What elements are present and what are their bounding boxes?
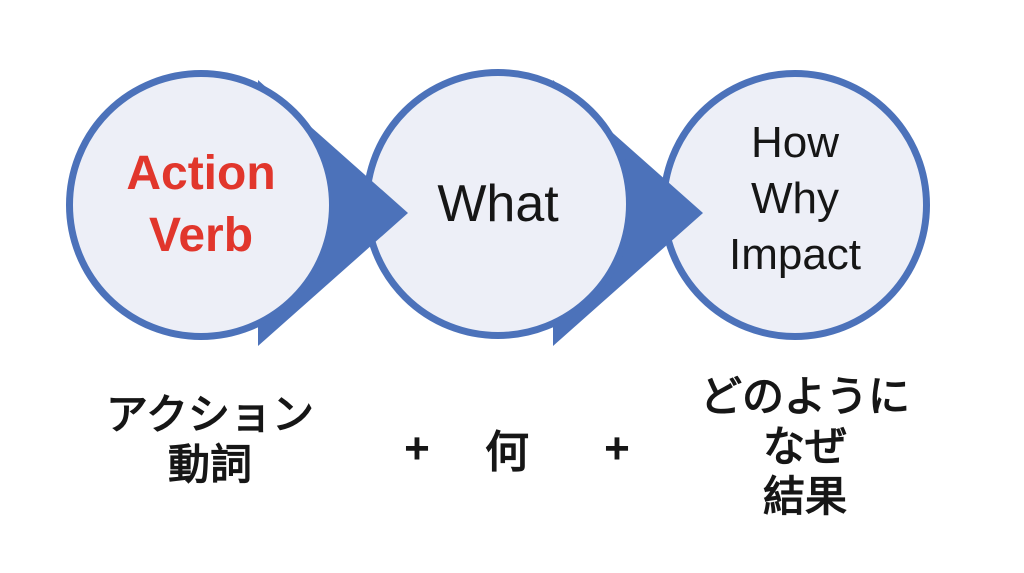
- how-line: How: [750, 118, 839, 167]
- how-why-impact-label: How Why Impact: [729, 115, 861, 283]
- how-ja-line-2: なぜ: [762, 423, 848, 470]
- label-action-verb-ja: アクション 動詞: [106, 390, 314, 490]
- label-what-ja: 何: [485, 428, 529, 477]
- action-verb-line-1: Action: [126, 147, 276, 200]
- what-line: What: [437, 175, 559, 233]
- action-ja-line-2: 動詞: [167, 441, 252, 488]
- impact-line: Impact: [728, 230, 862, 279]
- circle-action-verb: Action Verb: [66, 70, 336, 340]
- label-how-why-impact-ja: どのように なぜ 結果: [700, 372, 910, 522]
- circle-what: What: [363, 69, 633, 339]
- plus-sign-left: +: [404, 424, 430, 473]
- why-line: Why: [750, 174, 839, 223]
- circle-how-why-impact: How Why Impact: [660, 70, 930, 340]
- action-ja-line-1: アクション: [106, 391, 314, 438]
- plus-sign-right: +: [604, 424, 630, 473]
- how-ja-line-3: 結果: [762, 473, 848, 520]
- what-label: What: [437, 175, 558, 233]
- action-verb-label: Action Verb: [126, 143, 275, 267]
- how-ja-line-1: どのように: [699, 373, 911, 420]
- action-verb-line-2: Verb: [148, 209, 254, 262]
